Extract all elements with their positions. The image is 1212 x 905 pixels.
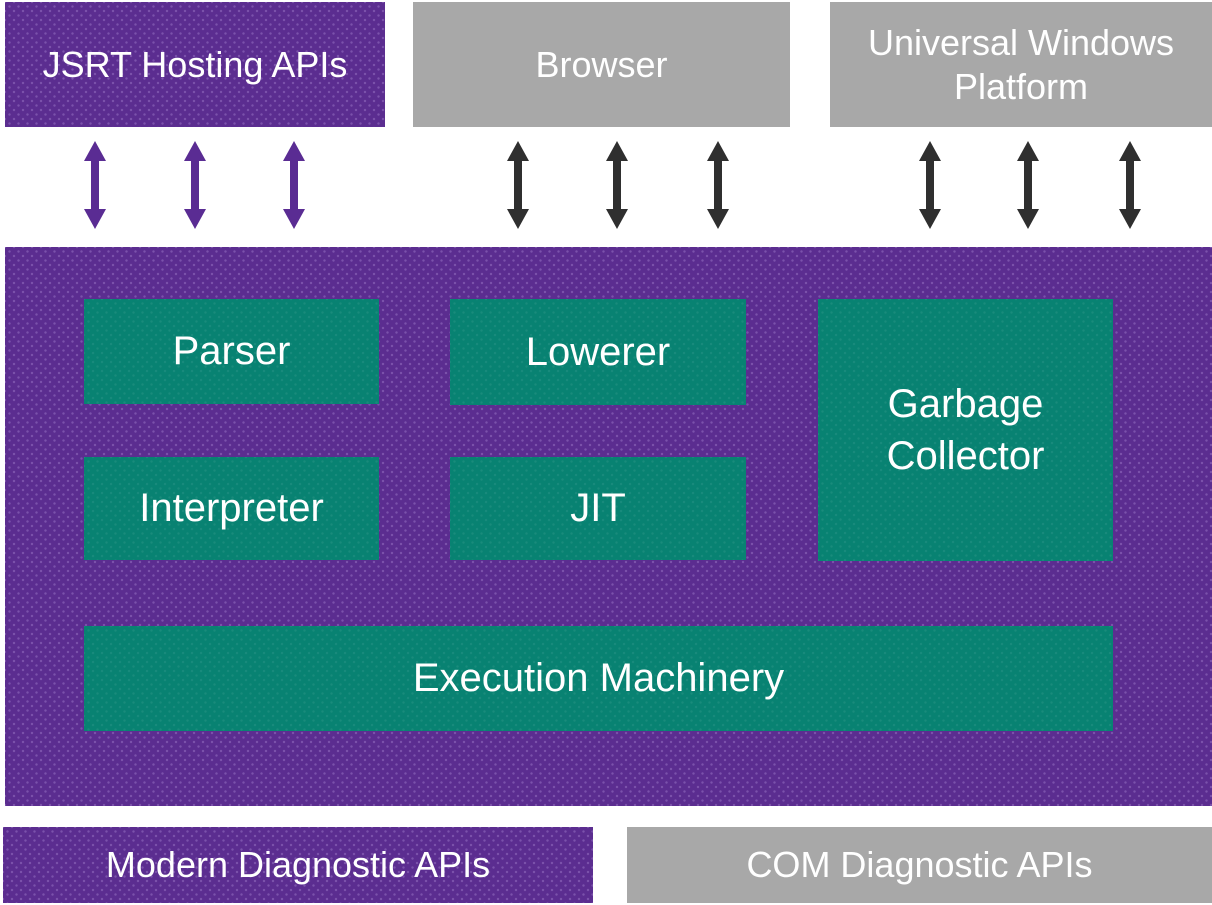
modern-diagnostic-apis-label: Modern Diagnostic APIs xyxy=(105,844,491,885)
double-arrow-icon xyxy=(604,141,630,229)
lowerer-label: Lowerer xyxy=(525,329,671,374)
jsrt-hosting-apis-box: JSRT Hosting APIs xyxy=(5,2,385,127)
double-arrow-icon xyxy=(182,141,208,229)
browser-box: Browser xyxy=(413,2,790,127)
jit-label: JIT xyxy=(570,486,626,530)
parser-label: Parser xyxy=(172,329,291,373)
interpreter-label: Interpreter xyxy=(139,486,324,530)
modern-diagnostic-apis-box: Modern Diagnostic APIs xyxy=(3,827,593,903)
jit-box: JIT xyxy=(450,457,746,560)
universal-windows-platform-label: Universal Windows Platform xyxy=(867,21,1175,107)
garbage-collector-box: Garbage Collector xyxy=(818,299,1113,561)
double-arrow-icon xyxy=(505,141,531,229)
com-diagnostic-apis-box: COM Diagnostic APIs xyxy=(627,827,1212,903)
execution-machinery-box: Execution Machinery xyxy=(84,626,1113,731)
double-arrow-icon xyxy=(82,141,108,229)
execution-machinery-label: Execution Machinery xyxy=(412,656,785,700)
com-diagnostic-apis-label: COM Diagnostic APIs xyxy=(746,844,1093,885)
double-arrow-icon xyxy=(281,141,307,229)
universal-windows-platform-box: Universal Windows Platform xyxy=(830,2,1212,127)
double-arrow-icon xyxy=(1015,141,1041,229)
double-arrow-icon xyxy=(705,141,731,229)
lowerer-box: Lowerer xyxy=(450,299,746,405)
garbage-collector-label: Garbage Collector xyxy=(886,382,1045,478)
interpreter-box: Interpreter xyxy=(84,457,379,560)
parser-box: Parser xyxy=(84,299,379,404)
jsrt-hosting-apis-label: JSRT Hosting APIs xyxy=(42,43,348,85)
browser-label: Browser xyxy=(535,43,668,85)
double-arrow-icon xyxy=(1117,141,1143,229)
double-arrow-icon xyxy=(917,141,943,229)
